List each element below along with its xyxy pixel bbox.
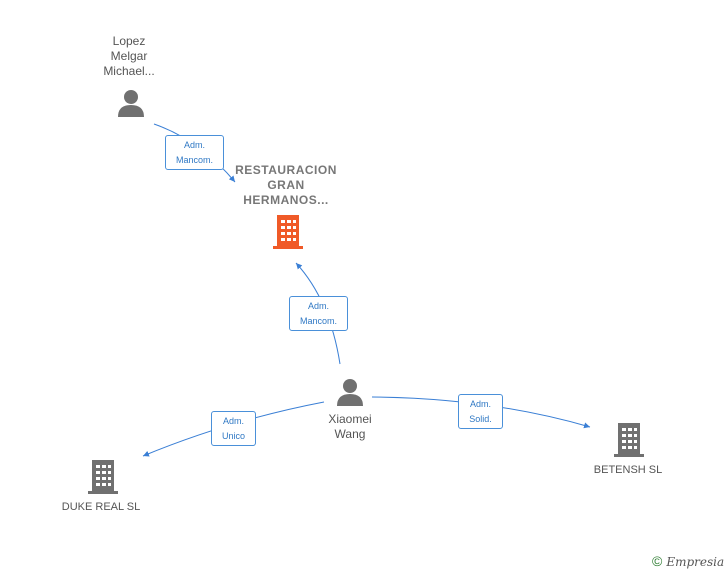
label-line: RESTAURACION xyxy=(235,163,337,177)
label-line: Michael... xyxy=(103,64,155,78)
node-label-xiaomei[interactable]: Xiaomei Wang xyxy=(308,412,392,442)
copyright-icon: © xyxy=(652,553,663,569)
building-icon[interactable] xyxy=(613,422,645,458)
label-line: HERMANOS... xyxy=(243,193,329,207)
label-line: BETENSH SL xyxy=(593,464,663,476)
footer-brand: ©Empresia xyxy=(652,553,724,569)
edge-tag-line: Adm. xyxy=(183,140,205,150)
node-label-restauracion[interactable]: RESTAURACION GRAN HERMANOS... xyxy=(226,163,346,208)
person-icon[interactable] xyxy=(335,377,365,407)
edge-tag-line: Mancom. xyxy=(299,316,337,326)
label-line: Melgar xyxy=(110,49,148,63)
person-icon[interactable] xyxy=(116,88,146,118)
edge-tag-xiaomei-duke[interactable]: Adm. Unico xyxy=(211,411,256,446)
building-icon[interactable] xyxy=(87,459,119,495)
label-line: GRAN xyxy=(267,178,305,192)
edge-tag-line: Mancom. xyxy=(175,155,213,165)
building-icon-focus[interactable] xyxy=(272,214,304,250)
edge-tag-lopez-restauracion[interactable]: Adm. Mancom. xyxy=(165,135,224,170)
edge-tag-line: Adm. xyxy=(307,301,329,311)
label-line: DUKE REAL SL xyxy=(61,501,141,513)
label-line: Wang xyxy=(334,427,366,441)
edge-tag-xiaomei-betensh[interactable]: Adm. Solid. xyxy=(458,394,503,429)
node-label-betensh[interactable]: BETENSH SL xyxy=(578,463,678,478)
node-label-lopez[interactable]: Lopez Melgar Michael... xyxy=(90,34,168,79)
brand-logo: Empresia xyxy=(666,555,725,569)
node-label-duke[interactable]: DUKE REAL SL xyxy=(45,500,157,515)
label-line: Lopez xyxy=(112,34,146,48)
edge-tag-line: Solid. xyxy=(469,414,492,424)
edge-tag-line: Adm. xyxy=(222,416,244,426)
edge-tag-line: Unico xyxy=(221,431,245,441)
edge-tag-xiaomei-restauracion[interactable]: Adm. Mancom. xyxy=(289,296,348,331)
label-line: Xiaomei xyxy=(328,412,372,426)
edge-tag-line: Adm. xyxy=(469,399,491,409)
